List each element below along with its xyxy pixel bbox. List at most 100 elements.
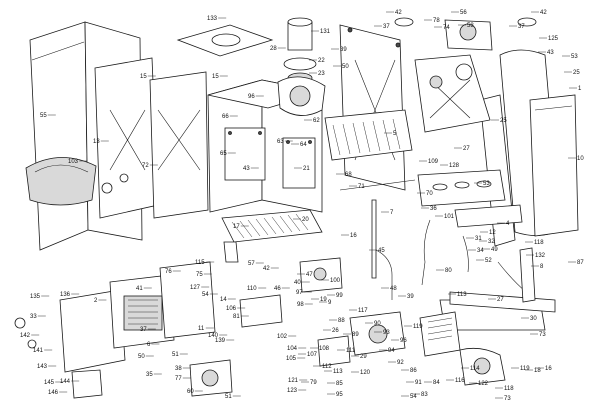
part-callout: 80 <box>436 268 452 274</box>
part-callout: 28 <box>270 46 286 52</box>
part-callout-number: 66 <box>222 114 229 120</box>
part-callout-number: 71 <box>358 184 365 190</box>
part-callout-number: 27 <box>497 297 504 303</box>
part-callout: 27 <box>454 146 470 152</box>
back-frame <box>339 24 406 191</box>
part-callout-number: 80 <box>445 268 452 274</box>
fan-assembly <box>277 17 326 116</box>
part-callout: 100 <box>321 278 341 284</box>
part-callout-number: 17 <box>233 224 240 230</box>
part-callout-number: 11 <box>198 326 205 332</box>
part-callout: 33 <box>30 314 46 320</box>
front-cover <box>25 71 209 219</box>
part-callout-number: 142 <box>20 333 31 339</box>
part-callout-number: 146 <box>48 390 59 396</box>
part-callout: 15 <box>212 74 228 80</box>
part-callout: 71 <box>349 184 365 190</box>
part-callout: 43 <box>538 50 554 56</box>
part-callout-number: 76 <box>165 269 172 275</box>
part-callout-number: 43 <box>243 166 250 172</box>
part-callout-number: 40 <box>294 280 301 286</box>
part-callout-number: 119 <box>413 324 423 330</box>
part-callout-number: 113 <box>333 369 343 375</box>
part-callout-number: 50 <box>138 354 145 360</box>
part-callout-number: 113 <box>457 292 467 298</box>
part-callout: 47 <box>297 272 313 278</box>
part-callout: 73 <box>530 332 546 338</box>
part-callout-number: 29 <box>360 354 367 360</box>
part-callout-number: 15 <box>140 74 147 80</box>
part-callout: 74 <box>434 25 450 31</box>
part-callout-number: 79 <box>310 380 317 386</box>
part-callout-number: 58 <box>467 23 474 29</box>
part-callout-number: 49 <box>491 247 498 253</box>
part-callout-number: 87 <box>577 260 584 266</box>
part-callout-number: 103 <box>68 159 79 165</box>
part-callout: 135 <box>30 294 50 300</box>
part-callout: 56 <box>451 10 467 16</box>
part-callout-number: 43 <box>547 50 554 56</box>
part-callout: 72 <box>142 163 158 169</box>
part-callout-number: 102 <box>277 334 288 340</box>
part-callout-number: 81 <box>233 314 240 320</box>
part-callout: 102 <box>277 334 297 340</box>
part-callout: 18 <box>525 368 541 374</box>
part-callout-number: 105 <box>286 356 297 362</box>
part-callout-number: 111 <box>346 348 356 354</box>
part-callout-number: 110 <box>247 286 257 292</box>
part-callout-number: 77 <box>175 376 182 382</box>
part-callout-number: 70 <box>426 191 433 197</box>
part-callout: 9 <box>319 300 332 306</box>
part-callout: 96 <box>248 94 264 100</box>
part-callout-number: 7 <box>390 210 394 216</box>
part-callout-number: 65 <box>220 151 227 157</box>
part-callout-number: 32 <box>488 239 495 245</box>
part-callout: 84 <box>424 380 440 386</box>
part-callout: 140 <box>208 333 228 339</box>
part-callout: 76 <box>165 269 181 275</box>
part-callout: 8 <box>531 264 544 270</box>
part-callout-number: 121 <box>288 378 299 384</box>
part-callout: 95 <box>327 392 343 398</box>
part-callout-number: 36 <box>430 206 437 212</box>
part-callout: 113 <box>324 369 343 375</box>
part-callout: 136 <box>60 292 80 298</box>
burner <box>324 109 413 161</box>
part-callout-number: 131 <box>320 29 331 35</box>
part-callout: 25 <box>491 118 507 124</box>
part-callout-number: 13 <box>93 139 100 145</box>
part-callout-number: 51 <box>172 352 179 358</box>
part-callout-number: 106 <box>226 306 237 312</box>
part-callout: 11 <box>198 326 214 332</box>
part-callout-number: 89 <box>352 332 359 338</box>
part-callout: 46 <box>274 286 290 292</box>
part-callout: 123 <box>287 388 307 394</box>
part-callout: 110 <box>247 286 267 292</box>
part-callout: 54 <box>202 292 218 298</box>
part-callout-number: 46 <box>274 286 281 292</box>
part-callout: 53 <box>474 181 490 187</box>
part-callout: 45 <box>369 248 385 254</box>
diverter-valve <box>189 294 283 397</box>
part-callout-number: 91 <box>415 380 422 386</box>
part-callout-number: 37 <box>518 24 525 30</box>
part-callout-number: 143 <box>37 364 48 370</box>
part-callout-number: 23 <box>318 71 325 77</box>
part-callout-number: 5 <box>393 131 397 137</box>
part-callout-number: 25 <box>573 70 580 76</box>
part-callout: 23 <box>309 71 325 77</box>
part-callout: 107 <box>298 352 318 358</box>
part-callout-number: 96 <box>248 94 255 100</box>
part-callout-number: 109 <box>428 159 439 165</box>
part-callout-number: 84 <box>433 380 440 386</box>
part-callout-number: 39 <box>340 47 347 53</box>
part-callout-number: 73 <box>504 396 511 402</box>
part-callout: 6 <box>147 342 160 348</box>
part-callout: 55 <box>40 113 56 119</box>
part-callout-number: 114 <box>470 366 480 372</box>
part-callout: 63 <box>277 139 293 145</box>
part-callout: 104 <box>287 346 307 352</box>
part-callout-number: 14 <box>220 297 227 303</box>
